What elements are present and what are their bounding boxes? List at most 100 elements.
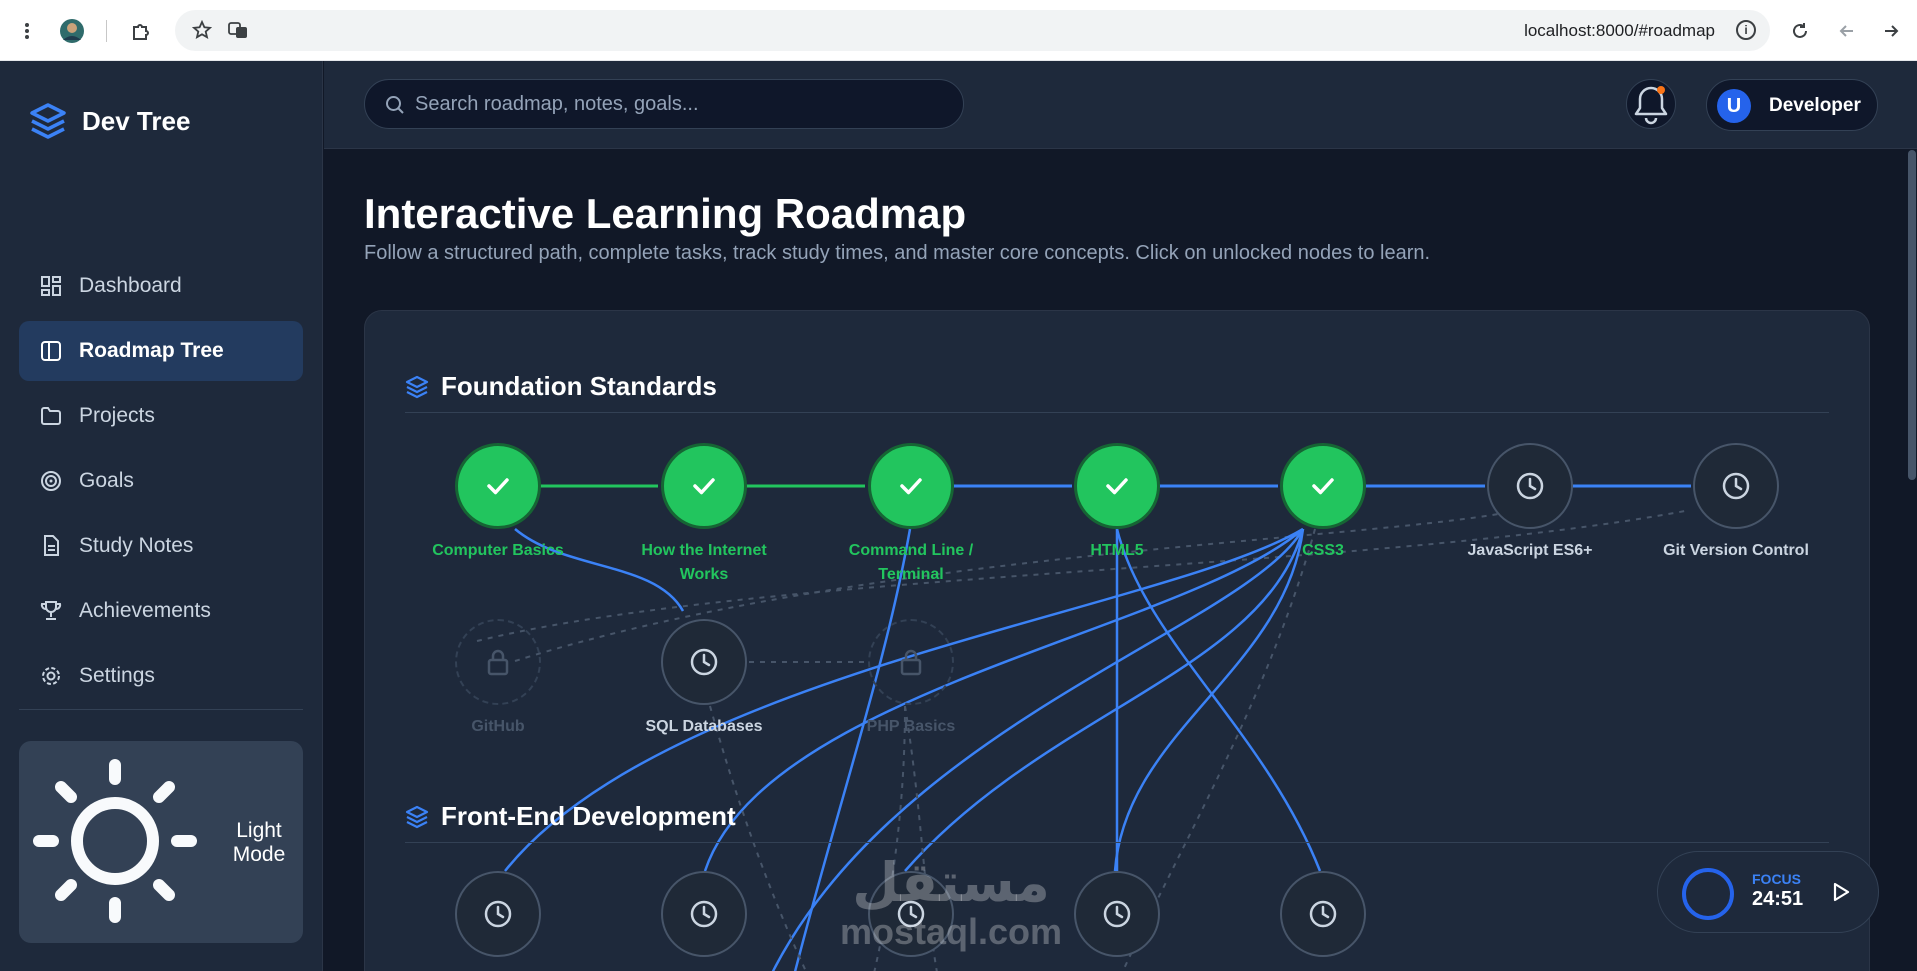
clock-icon (1103, 900, 1131, 928)
roadmap-node-frontend-3[interactable] (868, 871, 954, 957)
sidebar-item-dashboard[interactable]: Dashboard (19, 256, 303, 316)
roadmap-node-php-basics[interactable] (868, 619, 954, 705)
node-label: JavaScript ES6+ (1467, 542, 1593, 559)
sidebar-item-settings[interactable]: Settings (19, 646, 303, 706)
notifications-button[interactable] (1626, 79, 1676, 129)
clock-icon (690, 648, 718, 676)
sidebar-item-label: Projects (79, 404, 155, 427)
browser-menu-icon[interactable] (12, 16, 42, 46)
node-label: CSS3 (1302, 542, 1344, 559)
page-title: Interactive Learning Roadmap (364, 190, 967, 237)
focus-time: 24:51 (1752, 888, 1804, 910)
check-icon (1106, 478, 1128, 495)
brand-logo[interactable]: Dev Tree (28, 101, 190, 141)
clock-icon (484, 900, 512, 928)
gear-icon (42, 667, 60, 685)
roadmap-node-html5[interactable] (1074, 443, 1160, 529)
sidebar-item-label: Roadmap Tree (79, 339, 224, 362)
lock-icon (900, 649, 922, 676)
section-divider (405, 412, 1829, 413)
clock-icon (1516, 472, 1544, 500)
layers-icon (405, 375, 429, 398)
theme-toggle-label: Light Mode (232, 819, 286, 866)
roadmap-node-frontend-1[interactable] (455, 871, 541, 957)
sidebar-item-label: Study Notes (79, 534, 194, 557)
browser-toolbar: localhost:8000/#roadmap i (0, 0, 1917, 61)
roadmap-node-git[interactable] (1693, 443, 1779, 529)
check-icon (1312, 478, 1334, 495)
clock-icon (690, 900, 718, 928)
roadmap-node-frontend-5[interactable] (1280, 871, 1366, 957)
play-icon[interactable] (1828, 880, 1852, 904)
toolbar-divider (106, 20, 107, 42)
address-bar[interactable]: localhost:8000/#roadmap i (175, 10, 1770, 51)
roadmap-node-frontend-2[interactable] (661, 871, 747, 957)
node-label: Git Version Control (1663, 542, 1809, 559)
section-divider (405, 842, 1829, 843)
node-label: How the Internet Works (641, 542, 767, 583)
dashboard-icon (41, 276, 61, 296)
sidebar-item-study-notes[interactable]: Study Notes (19, 516, 303, 576)
node-label: HTML5 (1090, 542, 1144, 559)
roadmap-node-frontend-4[interactable] (1074, 871, 1160, 957)
roadmap-node-sql-databases[interactable] (661, 619, 747, 705)
url-text[interactable]: localhost:8000/#roadmap (1524, 21, 1715, 40)
section-header-foundation: Foundation Standards (405, 371, 717, 402)
clock-icon (897, 900, 925, 928)
translate-icon[interactable] (223, 15, 253, 45)
check-icon (900, 478, 922, 495)
sidebar-nav: Dashboard Roadmap Tree Projects Goals St… (19, 256, 303, 711)
sidebar-item-label: Goals (79, 469, 134, 492)
roadmap-node-command-line[interactable] (868, 443, 954, 529)
sidebar-item-roadmap-tree[interactable]: Roadmap Tree (19, 321, 303, 381)
search-box (364, 79, 964, 129)
search-icon (386, 96, 404, 114)
sun-icon (33, 759, 197, 923)
sidebar-item-achievements[interactable]: Achievements (19, 581, 303, 641)
clock-icon (1309, 900, 1337, 928)
node-label: Computer Basics (432, 542, 564, 559)
layers-logo-icon (30, 103, 66, 139)
watermark: مستقل mostaql.com (840, 855, 1062, 953)
node-label: SQL Databases (645, 718, 763, 735)
user-menu-button[interactable]: U Developer (1706, 79, 1878, 131)
search-input[interactable] (415, 80, 945, 128)
folder-icon (41, 407, 61, 425)
lock-icon (487, 649, 509, 676)
focus-label: FOCUS (1752, 871, 1801, 887)
sidebar-item-projects[interactable]: Projects (19, 386, 303, 446)
node-label: GitHub (471, 718, 525, 735)
roadmap-node-javascript[interactable] (1487, 443, 1573, 529)
profile-avatar-icon[interactable] (57, 16, 87, 46)
roadmap-node-css3[interactable] (1280, 443, 1366, 529)
section-header-frontend: Front-End Development (405, 801, 736, 832)
sidebar-item-label: Dashboard (79, 274, 182, 297)
brand-name: Dev Tree (82, 105, 191, 136)
user-name: Developer (1769, 95, 1861, 116)
roadmap-node-how-the-internet-works[interactable] (661, 443, 747, 529)
extensions-icon[interactable] (126, 16, 156, 46)
sidebar-item-label: Achievements (79, 599, 211, 622)
page-subtitle: Follow a structured path, complete tasks… (364, 242, 1431, 264)
forward-arrow-icon[interactable] (1876, 16, 1906, 46)
focus-timer-widget[interactable]: FOCUS 24:51 (1657, 851, 1879, 933)
reload-icon[interactable] (1785, 16, 1815, 46)
section-title: Foundation Standards (441, 371, 717, 401)
check-icon (693, 478, 715, 495)
site-info-icon[interactable]: i (1736, 20, 1756, 40)
watermark-arabic: مستقل (852, 853, 1050, 913)
back-arrow-icon[interactable] (1832, 16, 1862, 46)
roadmap-node-github[interactable] (455, 619, 541, 705)
avatar: U (1717, 89, 1751, 123)
clock-icon (1722, 472, 1750, 500)
focus-progress-ring (1682, 868, 1734, 920)
theme-toggle-button[interactable]: Light Mode (19, 741, 303, 943)
sidebar-item-goals[interactable]: Goals (19, 451, 303, 511)
note-icon (44, 535, 59, 556)
roadmap-panel: Foundation Standards Computer Basics How… (364, 310, 1870, 971)
roadmap-node-computer-basics[interactable] (455, 443, 541, 529)
page-scrollbar[interactable] (1908, 150, 1916, 480)
roadmap-icon (41, 341, 61, 361)
layers-icon (405, 805, 429, 828)
bookmark-star-icon[interactable] (187, 15, 217, 45)
